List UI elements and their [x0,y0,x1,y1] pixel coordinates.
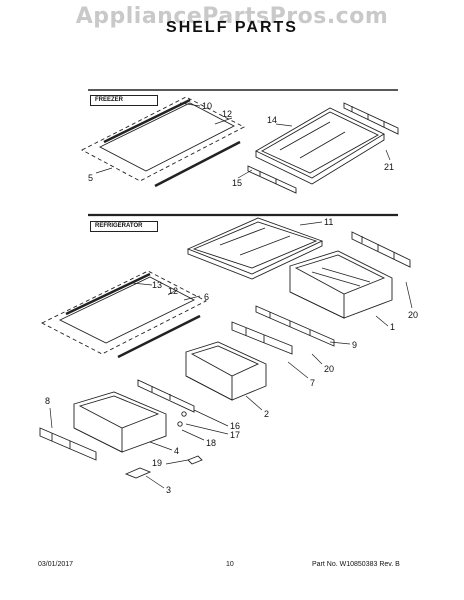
small-hardware [124,411,203,479]
callout-4: 4 [174,446,179,456]
callout-7: 7 [310,378,315,388]
callout-1: 1 [390,322,395,332]
drawer-rail-side [137,379,195,413]
footer-part-number: Part No. W10850383 Rev. B [312,561,400,568]
drawer-rail-front [39,427,97,461]
freezer-shelf-frame [255,107,385,185]
callout-numbers: 10 12 14 5 15 21 11 13 12 6 20 1 9 20 7 … [45,101,418,495]
crisper-drawer-medium [185,341,267,401]
footer-date: 03/01/2017 [38,561,74,568]
drawer-rail-center [255,305,335,347]
callout-21: 21 [384,162,394,172]
callout-11: 11 [324,217,333,227]
watermark: AppliancePartsPros.com [75,4,389,29]
page-title: SHELF PARTS [166,19,298,36]
callout-9: 9 [352,340,357,350]
refrigerator-section-label: REFRIGERATOR [90,221,158,232]
fridge-shelf-outline [40,270,207,359]
callout-leaders [49,102,413,489]
callout-6: 6 [204,292,209,302]
callout-19: 19 [152,458,162,468]
freezer-shelf-outline [81,96,245,188]
callout-18: 18 [206,438,216,448]
callout-14: 14 [267,115,277,125]
callout-3: 3 [166,485,171,495]
callout-2: 2 [264,409,269,419]
callout-13: 13 [152,280,162,290]
callout-12-freezer: 12 [222,109,232,119]
footer-page-number: 10 [226,561,234,568]
freezer-bracket-right [343,102,399,135]
callout-10: 10 [202,101,212,111]
fridge-shelf-top [186,217,324,280]
drawer-rail-upper [351,231,411,268]
callout-20-lower: 20 [324,364,334,374]
callout-16: 16 [230,421,240,431]
freezer-section-label: FREEZER [90,95,158,106]
callout-20-upper: 20 [408,310,418,320]
callout-8: 8 [45,396,50,406]
callout-15: 15 [232,178,242,188]
callout-5: 5 [88,173,93,183]
callout-17: 17 [230,430,240,440]
freezer-bracket-front [247,165,297,194]
crisper-drawer-large [289,250,393,319]
drawer-rail-lower [231,321,293,355]
crisper-drawer-bottom [73,391,167,453]
callout-12-fridge: 12 [168,286,178,296]
